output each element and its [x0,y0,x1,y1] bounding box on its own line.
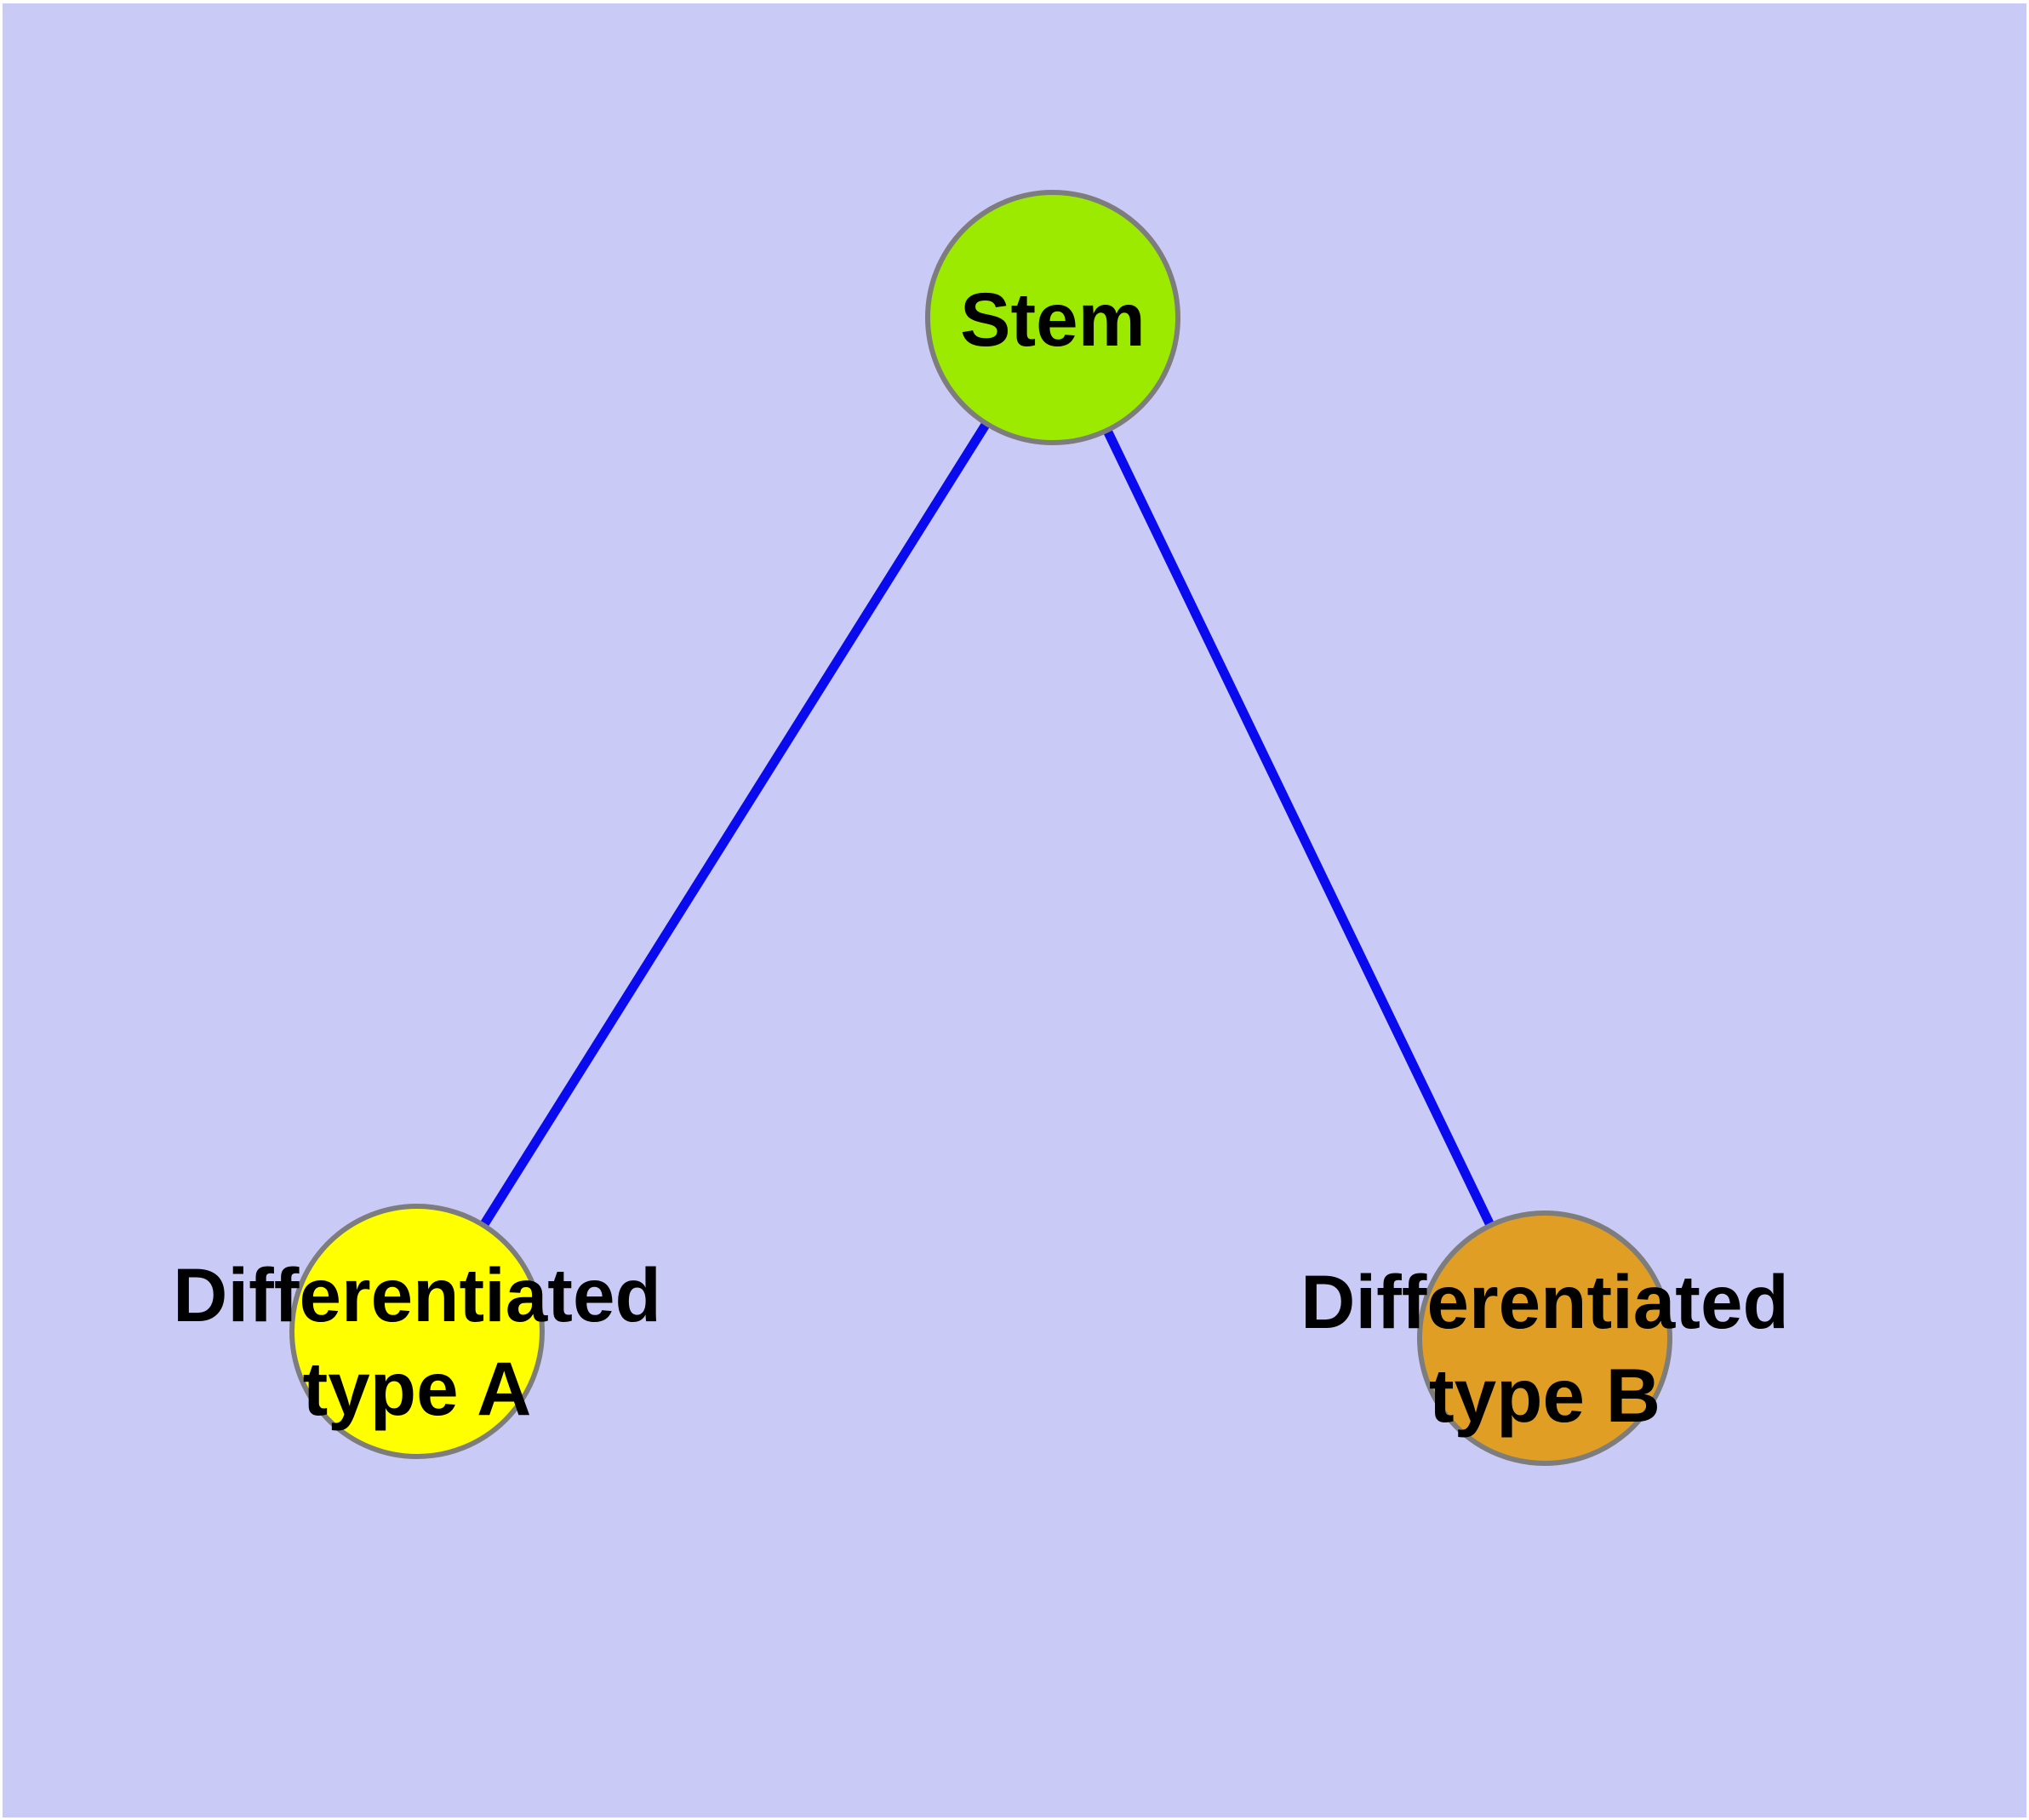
node-type-b-label-line1: Differentiated [1300,1259,1789,1344]
node-type-b-label-line2: type B [1429,1353,1660,1438]
edge-stem-to-type-a [413,315,1057,1334]
node-type-a-label-line2: type A [303,1346,532,1431]
edge-stem-to-type-b [1049,315,1549,1341]
node-differentiated-type-a [289,1204,545,1459]
node-stem-label: Stem [960,277,1146,362]
node-differentiated-type-b [1417,1210,1672,1466]
node-type-a-label-line1: Differentiated [173,1252,661,1337]
node-stem [925,190,1180,445]
